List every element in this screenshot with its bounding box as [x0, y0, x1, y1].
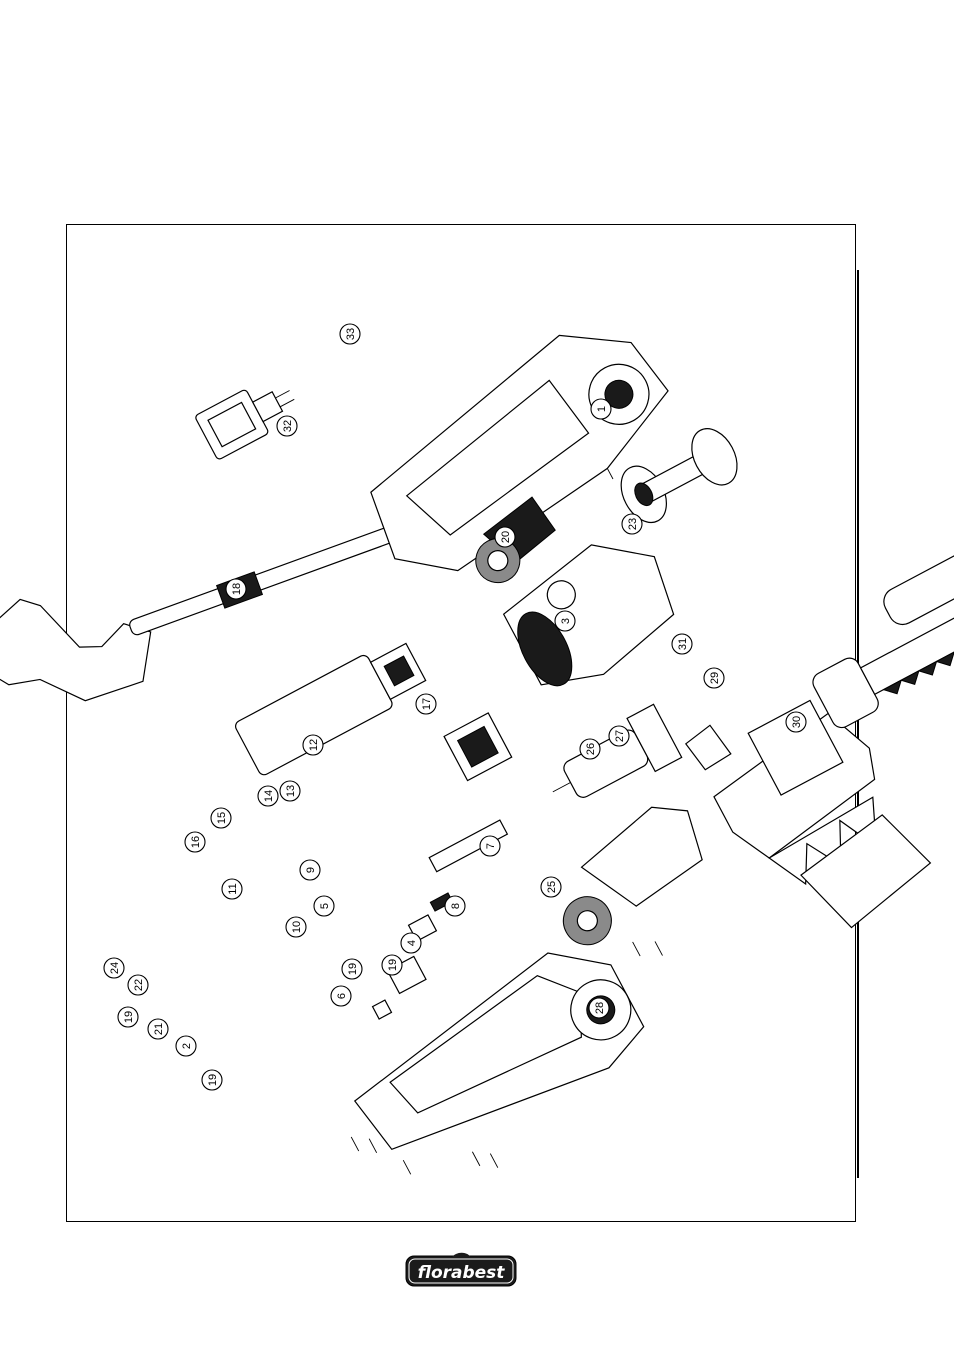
part-callout: 19	[201, 1069, 223, 1091]
parts-drawing	[0, 334, 954, 1175]
part-callout: 23	[621, 513, 643, 535]
small-button	[371, 999, 393, 1020]
part-number-label: 1	[596, 406, 608, 412]
part-number-label: 17	[421, 698, 433, 710]
part-callout: 19	[381, 954, 403, 976]
part-number-label: 12	[308, 739, 320, 751]
part-number-label: 29	[709, 672, 721, 684]
part-callout: 16	[184, 831, 206, 853]
part-number-label: 3	[560, 618, 572, 624]
part-number-label: 23	[627, 518, 639, 530]
part-callout: 2	[175, 1035, 197, 1057]
part-callout: 9	[299, 859, 321, 881]
logo-text: florabest	[418, 1263, 506, 1283]
part-number-label: 27	[614, 730, 626, 742]
part-number-label: 33	[345, 328, 357, 340]
part-number-label: 10	[291, 921, 303, 933]
part-callout: 33	[339, 323, 361, 345]
part-callout: 19	[117, 1006, 139, 1028]
part-number-label: 18	[231, 583, 243, 595]
part-number-label: 30	[791, 716, 803, 728]
part-number-label: 28	[594, 1002, 606, 1014]
battery-holder-contacts	[456, 725, 499, 768]
part-callout: 32	[276, 415, 298, 437]
part-callout: 20	[494, 526, 516, 548]
part-number-label: 6	[336, 993, 348, 999]
part-number-label: 9	[305, 867, 317, 873]
part-number-label: 14	[263, 790, 275, 802]
part-callout: 27	[608, 725, 630, 747]
part-number-label: 13	[285, 785, 297, 797]
wheel-axle-assembly	[620, 428, 738, 524]
part-callout: 8	[444, 895, 466, 917]
part-number-label: 7	[485, 843, 497, 849]
part-number-label: 32	[282, 420, 294, 432]
part-callout: 5	[313, 895, 335, 917]
part-number-label: 20	[500, 531, 512, 543]
part-number-label: 19	[387, 959, 399, 971]
motor	[552, 703, 683, 798]
blade-cover	[883, 543, 954, 626]
part-callout: 6	[330, 985, 352, 1007]
part-callout: 18	[225, 578, 247, 600]
part-callout: 3	[554, 610, 576, 632]
blade-guard	[800, 814, 932, 929]
gear-housing	[502, 544, 675, 687]
part-number-label: 31	[677, 638, 689, 650]
part-number-label: 19	[347, 963, 359, 975]
part-number-label: 2	[181, 1043, 193, 1049]
part-callout: 30	[785, 711, 807, 733]
part-callout: 24	[103, 957, 125, 979]
part-callout: 22	[127, 974, 149, 996]
part-callout: 14	[257, 785, 279, 807]
screws	[350, 468, 663, 1175]
part-callout: 13	[279, 780, 301, 802]
part-number-label: 19	[123, 1011, 135, 1023]
part-callout: 26	[579, 738, 601, 760]
florabest-logo: florabest	[405, 1252, 517, 1288]
part-callout: 25	[540, 876, 562, 898]
part-callout: 12	[302, 734, 324, 756]
part-callout: 19	[341, 958, 363, 980]
part-number-label: 21	[153, 1023, 165, 1035]
motor-base	[580, 806, 703, 907]
page-edge-line	[857, 270, 859, 1178]
blade-clip	[684, 724, 732, 771]
part-number-label: 24	[109, 962, 121, 974]
part-number-label: 19	[207, 1074, 219, 1086]
charger-adapter	[195, 389, 295, 460]
part-number-label: 8	[450, 903, 462, 909]
part-number-label: 5	[319, 903, 331, 909]
part-number-label: 22	[133, 979, 145, 991]
part-number-label: 4	[406, 940, 418, 946]
battery-pack	[235, 642, 427, 776]
diagram-frame	[66, 224, 856, 1222]
switch-slider	[428, 819, 509, 873]
part-number-label: 26	[585, 743, 597, 755]
part-callout: 4	[400, 932, 422, 954]
part-callout: 17	[415, 693, 437, 715]
part-callout: 28	[588, 997, 610, 1019]
part-number-callouts: 1234567891011121314151617181919191920212…	[103, 323, 807, 1091]
part-callout: 10	[285, 916, 307, 938]
part-callout: 1	[590, 398, 612, 420]
part-callout: 11	[221, 878, 243, 900]
part-number-label: 16	[190, 836, 202, 848]
gear-wheel-hub	[487, 550, 509, 572]
part-number-label: 11	[227, 883, 239, 894]
part-callout: 21	[147, 1018, 169, 1040]
hedge-trimmer-blade	[812, 591, 954, 729]
upper-housing	[370, 334, 669, 572]
part-callout: 15	[210, 807, 232, 829]
part-number-label: 15	[216, 812, 228, 824]
drive-gear-hub	[576, 910, 598, 932]
part-number-label: 25	[546, 881, 558, 893]
part-callout: 7	[479, 835, 501, 857]
blade-drive-plate	[747, 699, 844, 796]
part-callout: 31	[671, 633, 693, 655]
part-callout: 29	[703, 667, 725, 689]
